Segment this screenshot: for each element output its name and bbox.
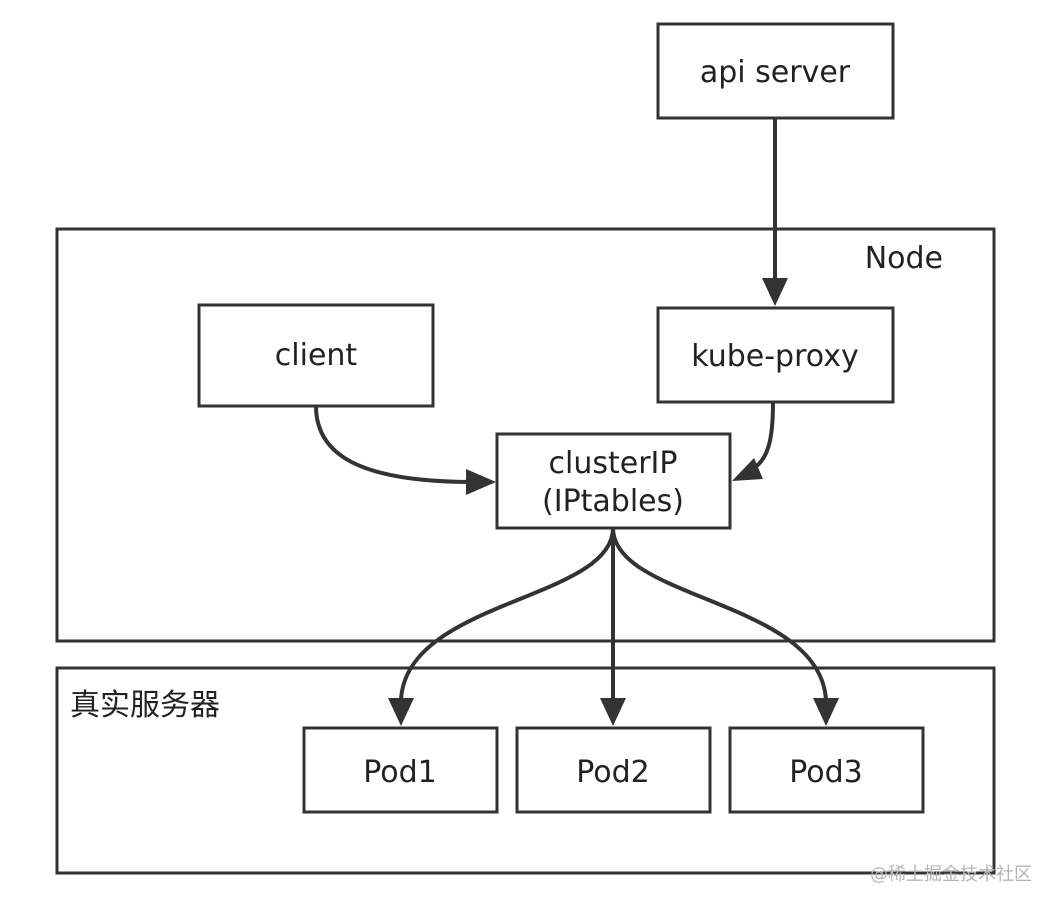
edge-cluster-ip-to-pod3: [611, 527, 839, 726]
watermark-text: @稀土掘金技术社区: [870, 864, 1032, 885]
cluster-ip-label-line1: clusterIP: [549, 446, 678, 481]
api-server-label: api server: [700, 55, 851, 90]
edge-client-to-cluster-ip: [314, 405, 496, 495]
cluster-ip-box: clusterIP (IPtables): [495, 432, 732, 530]
cluster-ip-label-line2: (IPtables): [542, 484, 684, 519]
client-label: client: [275, 338, 358, 373]
client-box: client: [197, 303, 435, 408]
edge-api-server-to-kube-proxy: [762, 118, 788, 306]
pod2-label: Pod2: [576, 755, 650, 790]
node-container-label: Node: [865, 241, 943, 276]
pod2-box: Pod2: [515, 726, 712, 814]
api-server-box: api server: [656, 22, 895, 120]
pod1-box: Pod1: [302, 726, 499, 814]
node-container: [55, 227, 996, 643]
real-servers-container-label: 真实服务器: [70, 688, 220, 723]
pod3-label: Pod3: [789, 755, 863, 790]
kube-proxy-label: kube-proxy: [691, 339, 858, 374]
edge-kube-proxy-to-cluster-ip: [732, 402, 775, 481]
pod3-box: Pod3: [728, 726, 925, 814]
edge-cluster-ip-to-pod2: [600, 528, 626, 726]
edge-cluster-ip-to-pod1: [388, 527, 615, 726]
real-servers-container: [55, 666, 996, 875]
pod1-label: Pod1: [363, 755, 437, 790]
kube-proxy-box: kube-proxy: [656, 306, 895, 404]
